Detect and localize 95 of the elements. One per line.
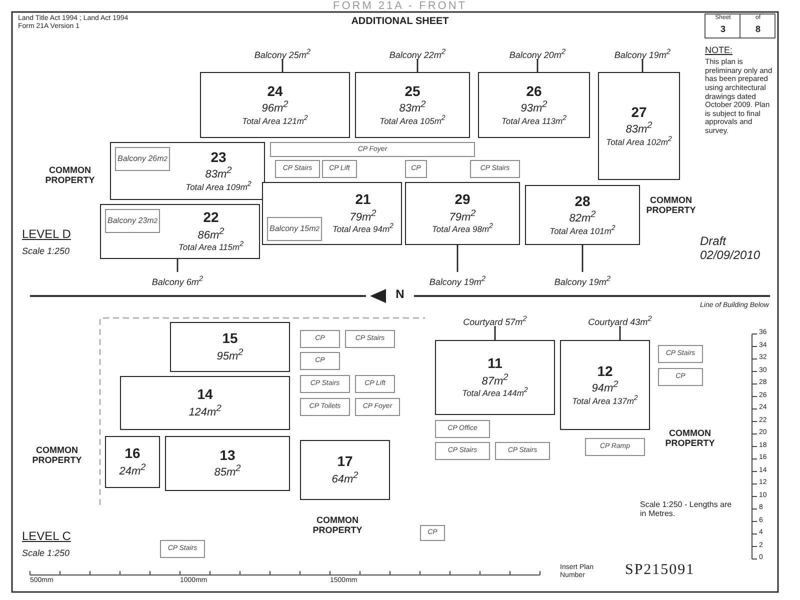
lot-boundary [110, 142, 265, 200]
area-text: 83m$^{2}$ [399, 99, 426, 115]
lot-number: 13 [220, 448, 236, 464]
total-area-text: Total Area 98m$^{2}$ [432, 223, 493, 235]
lot-boundary [560, 340, 650, 430]
callout-label: Courtyard 43m$^{2}$ [575, 312, 665, 326]
lot-boundary [165, 436, 290, 491]
leader-line [176, 259, 178, 272]
area-text: 64m$^{2}$ [332, 470, 358, 486]
callout-label: Balcony 19m$^{2}$ [605, 45, 680, 59]
area-label: COMMON PROPERTY [31, 445, 83, 466]
total-area-text: Total Area 115m$^{2}$ [178, 241, 244, 253]
area-text: 93m$^{2}$ [520, 99, 548, 115]
total-area-text: Total Area 121m$^{2}$ [242, 114, 308, 126]
area-label: COMMON PROPERTY [44, 165, 96, 186]
lot-boundary [300, 440, 390, 500]
area-text: 95m$^{2}$ [216, 346, 244, 363]
lot-number: 16 [124, 446, 140, 462]
lot-number: 12 [597, 364, 613, 380]
total-area-text: Total Area 144m$^{2}$ [462, 387, 528, 399]
lot-boundary [120, 376, 290, 430]
total-area-text: Total Area 113m$^{2}$ [501, 114, 567, 126]
area-text: 96m$^{2}$ [262, 99, 288, 115]
callout-label: Balcony 22m$^{2}$ [380, 45, 455, 59]
lot-boundary [262, 182, 402, 245]
leader-line [416, 59, 418, 72]
lot-number: 27 [631, 104, 647, 120]
level-title: LEVEL D [22, 228, 72, 242]
lot-number: 25 [404, 84, 420, 100]
lot-number: 28 [574, 194, 590, 210]
area-text: 86m$^{2}$ [198, 226, 224, 242]
lot-number: 15 [222, 331, 238, 347]
lot-boundary [200, 72, 350, 138]
area-text: 82m$^{2}$ [569, 209, 596, 225]
lot-number: 29 [454, 192, 470, 208]
lot-boundary [478, 72, 590, 138]
lot-number: 21 [355, 192, 371, 208]
lot-number: 17 [337, 454, 353, 470]
sheet-title: ADDITIONAL SHEET [350, 16, 450, 28]
leader-line [619, 326, 621, 340]
total-area-text: Total Area 137m$^{2}$ [572, 394, 638, 406]
lot-boundary [105, 436, 160, 488]
form-heading: FORM 21A - FRONT [332, 0, 468, 13]
lot-boundary [598, 72, 680, 180]
lot-number: 11 [488, 356, 502, 372]
area-text: 83m$^{2}$ [626, 120, 652, 136]
callout-label: Balcony 6m$^{2}$ [140, 272, 215, 286]
note-heading: NOTE: [705, 45, 734, 56]
level-title: LEVEL C [22, 530, 72, 544]
total-area-text: Total Area 109m$^{2}$ [186, 180, 252, 192]
scale-note: Scale 1:250 [22, 246, 71, 256]
leader-line [536, 59, 538, 72]
area-text: 24m$^{2}$ [119, 462, 146, 478]
leader-line [582, 245, 584, 272]
lot-boundary [170, 322, 290, 372]
leader-line [282, 59, 284, 72]
lot-number: 23 [210, 150, 226, 166]
scale-note: Scale 1:250 - Lengths are in Metres. [640, 500, 733, 518]
draft-date: Draft 02/09/2010 [700, 235, 762, 263]
callout-label: Balcony 25m$^{2}$ [245, 45, 320, 59]
lot-number: 26 [526, 84, 542, 100]
leader-line [456, 245, 458, 272]
lot-boundary [435, 340, 555, 415]
total-area-text: Total Area 105m$^{2}$ [380, 114, 446, 126]
lot-boundary [525, 185, 640, 245]
north-label: N [394, 288, 406, 302]
area-label: COMMON PROPERTY [645, 195, 697, 216]
lot-number: 24 [267, 84, 283, 100]
callout-label: Balcony 19m$^{2}$ [420, 272, 495, 286]
area-text: 79m$^{2}$ [449, 208, 476, 224]
lot-number: 22 [203, 210, 219, 226]
area-text: 83m$^{2}$ [205, 165, 232, 181]
area-text: 94m$^{2}$ [592, 379, 618, 395]
area-label: COMMON PROPERTY [312, 515, 364, 536]
area-text: 79m$^{2}$ [350, 208, 376, 224]
area-text: 87m$^{2}$ [482, 372, 508, 388]
callout-label: Courtyard 57m$^{2}$ [450, 312, 540, 326]
lot-boundary [355, 72, 470, 138]
callout-label: Balcony 19m$^{2}$ [545, 272, 620, 286]
total-area-text: Total Area 101m$^{2}$ [550, 224, 616, 236]
total-area-text: Total Area 94m$^{2}$ [332, 223, 394, 235]
area-text: 85m$^{2}$ [214, 463, 241, 480]
area-label: COMMON PROPERTY [664, 428, 716, 449]
plan-number: SP215091 [625, 562, 696, 580]
total-area-text: Total Area 102m$^{2}$ [606, 136, 672, 148]
leader-line [642, 59, 644, 72]
sheet-total: 8 [754, 24, 762, 34]
lot-boundary [100, 204, 260, 259]
lot-number: 14 [197, 387, 213, 403]
sheet-number: 3 [719, 24, 726, 34]
callout-label: Balcony 20m$^{2}$ [500, 45, 575, 59]
leader-line [494, 326, 496, 340]
lot-boundary [405, 182, 520, 245]
area-text: 124m$^{2}$ [188, 402, 222, 419]
scale-note: Scale 1:250 [22, 548, 71, 558]
